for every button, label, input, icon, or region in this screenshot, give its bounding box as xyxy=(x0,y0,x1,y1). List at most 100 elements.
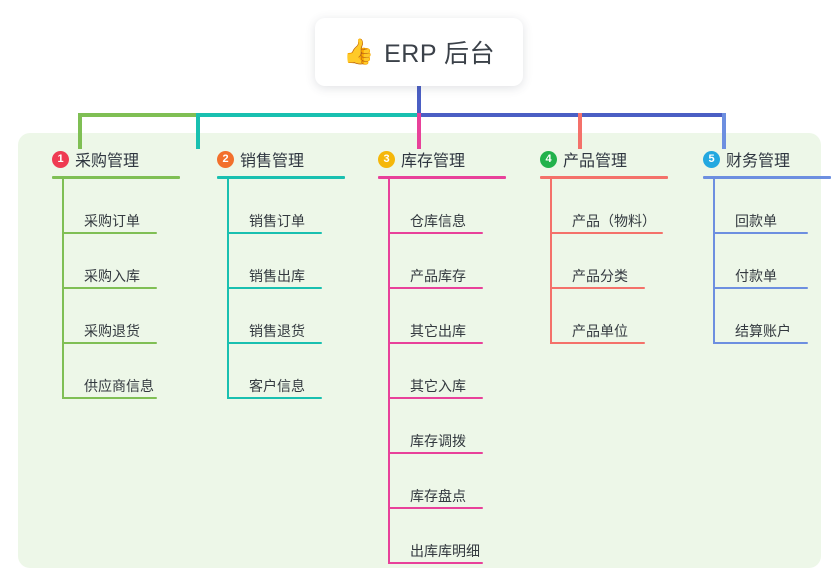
leaf-node[interactable]: 采购订单 xyxy=(62,179,197,234)
leaf-rule xyxy=(227,287,322,289)
branch-rule-5 xyxy=(703,176,831,179)
leaf-rule xyxy=(227,232,322,234)
leaf-label: 产品库存 xyxy=(410,268,466,284)
leaf-node[interactable]: 产品（物料） xyxy=(550,179,685,234)
branch-spine-1 xyxy=(62,179,64,399)
branches-panel xyxy=(18,133,821,568)
leaf-label: 库存调拨 xyxy=(410,433,466,449)
leaf-rule xyxy=(550,342,645,344)
leaf-label: 销售出库 xyxy=(249,268,305,284)
branch-spine-3 xyxy=(388,179,390,564)
branch-header-1[interactable]: 1 采购管理 xyxy=(32,142,197,176)
leaf-node[interactable]: 回款单 xyxy=(713,179,839,234)
leaf-label: 客户信息 xyxy=(249,378,305,394)
leaf-node[interactable]: 付款单 xyxy=(713,234,839,289)
leaf-label: 销售订单 xyxy=(249,213,305,229)
leaf-node[interactable]: 产品单位 xyxy=(550,289,685,344)
branch-column-5: 5 财务管理回款单付款单结算账户 xyxy=(683,142,839,344)
branch-rule-2 xyxy=(217,176,345,179)
leaf-rule xyxy=(62,287,157,289)
branch-badge-3: 3 xyxy=(378,150,395,168)
branch-spine-2 xyxy=(227,179,229,399)
branch-label-4: 产品管理 xyxy=(563,153,628,170)
branch-header-4[interactable]: 4 产品管理 xyxy=(520,142,685,176)
branch-label-5: 财务管理 xyxy=(726,153,791,170)
branch-rule-1 xyxy=(52,176,180,179)
branch-header-3[interactable]: 3 库存管理 xyxy=(358,142,523,176)
leaf-node[interactable]: 仓库信息 xyxy=(388,179,523,234)
leaf-rule xyxy=(713,287,808,289)
leaf-rule xyxy=(388,232,483,234)
branch-children-4: 产品（物料） 产品分类产品单位 xyxy=(550,179,685,344)
branch-badge-1: 1 xyxy=(52,150,69,168)
leaf-rule xyxy=(550,232,663,234)
leaf-node[interactable]: 其它出库 xyxy=(388,289,523,344)
leaf-label: 采购入库 xyxy=(84,268,140,284)
leaf-label: 库存盘点 xyxy=(410,488,466,504)
leaf-label: 销售退货 xyxy=(249,323,305,339)
branch-badge-4: 4 xyxy=(540,150,557,168)
leaf-node[interactable]: 产品分类 xyxy=(550,234,685,289)
bar-segment-1 xyxy=(78,113,197,117)
branch-label-1: 采购管理 xyxy=(75,153,140,170)
leaf-node[interactable]: 销售订单 xyxy=(227,179,362,234)
branch-badge-5: 5 xyxy=(703,150,720,168)
branch-children-2: 销售订单销售出库销售退货客户信息 xyxy=(227,179,362,399)
branch-column-4: 4 产品管理产品（物料） 产品分类产品单位 xyxy=(520,142,685,344)
leaf-node[interactable]: 其它入库 xyxy=(388,344,523,399)
leaf-label: 产品单位 xyxy=(572,323,628,339)
root-node[interactable]: 👍 ERP 后台 xyxy=(315,18,523,86)
thumbs-up-icon: 👍 xyxy=(342,37,375,66)
branch-children-3: 仓库信息产品库存其它出库其它入库库存调拨库存盘点出库库明细 xyxy=(388,179,523,564)
leaf-label: 其它出库 xyxy=(410,323,466,339)
leaf-label: 结算账户 xyxy=(735,323,791,339)
leaf-node[interactable]: 库存调拨 xyxy=(388,399,523,454)
leaf-rule xyxy=(62,232,157,234)
branch-spine-4 xyxy=(550,179,552,344)
leaf-label: 其它入库 xyxy=(410,378,466,394)
leaf-label: 采购退货 xyxy=(84,323,140,339)
leaf-node[interactable]: 客户信息 xyxy=(227,344,362,399)
leaf-label: 仓库信息 xyxy=(410,213,466,229)
branch-column-3: 3 库存管理仓库信息产品库存其它出库其它入库库存调拨库存盘点出库库明细 xyxy=(358,142,523,564)
branch-spine-5 xyxy=(713,179,715,344)
leaf-rule xyxy=(388,342,483,344)
leaf-label: 回款单 xyxy=(735,213,777,229)
root-title: ERP 后台 xyxy=(384,40,496,68)
leaf-rule xyxy=(62,342,157,344)
branch-header-5[interactable]: 5 财务管理 xyxy=(683,142,839,176)
leaf-node[interactable]: 销售退货 xyxy=(227,289,362,344)
leaf-rule xyxy=(388,287,483,289)
branch-label-3: 库存管理 xyxy=(401,153,466,170)
leaf-node[interactable]: 销售出库 xyxy=(227,234,362,289)
leaf-label: 出库库明细 xyxy=(410,543,480,559)
leaf-node[interactable]: 产品库存 xyxy=(388,234,523,289)
bar-segment-3 xyxy=(417,113,726,117)
leaf-rule xyxy=(388,507,483,509)
leaf-label: 产品分类 xyxy=(572,268,628,284)
leaf-label: 供应商信息 xyxy=(84,378,154,394)
leaf-node[interactable]: 采购入库 xyxy=(62,234,197,289)
leaf-rule xyxy=(227,342,322,344)
branch-children-1: 采购订单采购入库采购退货供应商信息 xyxy=(62,179,197,399)
leaf-label: 付款单 xyxy=(735,268,777,284)
leaf-node[interactable]: 出库库明细 xyxy=(388,509,523,564)
leaf-rule xyxy=(713,232,808,234)
leaf-label: 产品（物料） xyxy=(572,213,656,229)
leaf-rule xyxy=(388,562,483,564)
leaf-label: 采购订单 xyxy=(84,213,140,229)
leaf-rule xyxy=(713,342,808,344)
branch-label-2: 销售管理 xyxy=(240,153,305,170)
root-stem xyxy=(417,86,421,116)
leaf-node[interactable]: 采购退货 xyxy=(62,289,197,344)
branch-rule-3 xyxy=(378,176,506,179)
leaf-node[interactable]: 结算账户 xyxy=(713,289,839,344)
branch-rule-4 xyxy=(540,176,668,179)
leaf-rule xyxy=(227,397,322,399)
leaf-node[interactable]: 供应商信息 xyxy=(62,344,197,399)
leaf-node[interactable]: 库存盘点 xyxy=(388,454,523,509)
leaf-rule xyxy=(62,397,157,399)
